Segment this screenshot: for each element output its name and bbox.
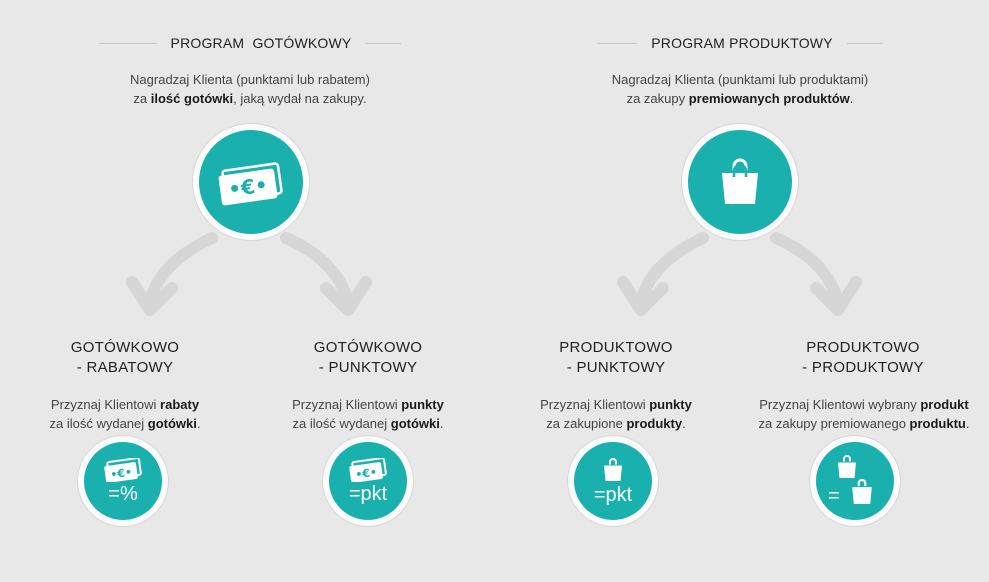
card-title-product-points: PRODUKTOWO - PUNKTOWY bbox=[559, 339, 673, 376]
shopping-bag-icon bbox=[688, 130, 792, 234]
section-title-text: PROGRAM GOTÓWKOWY bbox=[170, 35, 352, 51]
equals-points-label: =pkt bbox=[593, 484, 633, 506]
card-description-product-points: Przyznaj Klientowi punkty za zakupione p… bbox=[540, 397, 692, 431]
arrow-down-right-icon bbox=[770, 232, 862, 316]
bag-product-icon: = bbox=[816, 442, 894, 520]
equals-percent-label: =% bbox=[108, 483, 138, 505]
card-title-cash-points: GOTÓWKOWO - PUNKTOWY bbox=[313, 339, 423, 376]
arrow-down-left-icon bbox=[617, 232, 709, 316]
arrow-down-right-icon bbox=[280, 232, 372, 316]
money-discount-icon: •€• =% bbox=[84, 442, 162, 520]
equals-label: = bbox=[828, 485, 840, 507]
section-description-product: Nagradzaj Klienta (punktami lub produkta… bbox=[611, 72, 869, 106]
arrow-down-left-icon bbox=[126, 232, 218, 316]
card-description-cash-discount: Przyznaj Klientowi rabaty za ilość wydan… bbox=[49, 397, 201, 431]
svg-text:•€•: •€• bbox=[227, 172, 269, 201]
card-title-product-product: PRODUKTOWO - PRODUKTOWY bbox=[802, 339, 924, 376]
equals-points-label: =pkt bbox=[348, 483, 388, 505]
svg-text:•€•: •€• bbox=[355, 466, 378, 482]
bag-points-icon: =pkt bbox=[574, 442, 652, 520]
money-euro-icon: •€• bbox=[199, 130, 303, 234]
money-points-icon: •€• =pkt bbox=[329, 442, 407, 520]
svg-text:•€•: •€• bbox=[110, 466, 133, 482]
section-title-cash: PROGRAM GOTÓWKOWY bbox=[96, 33, 404, 53]
card-title-cash-discount: GOTÓWKOWO - RABATOWY bbox=[70, 339, 180, 376]
section-description-cash: Nagradzaj Klienta (punktami lub rabatem)… bbox=[130, 72, 370, 106]
section-title-text: PROGRAM PRODUKTOWY bbox=[651, 35, 833, 51]
section-title-product: PROGRAM PRODUKTOWY bbox=[586, 33, 894, 53]
card-description-cash-points: Przyznaj Klientowi punkty za ilość wydan… bbox=[292, 397, 444, 431]
card-description-product-product: Przyznaj Klientowi wybrany produkt za za… bbox=[758, 397, 970, 431]
